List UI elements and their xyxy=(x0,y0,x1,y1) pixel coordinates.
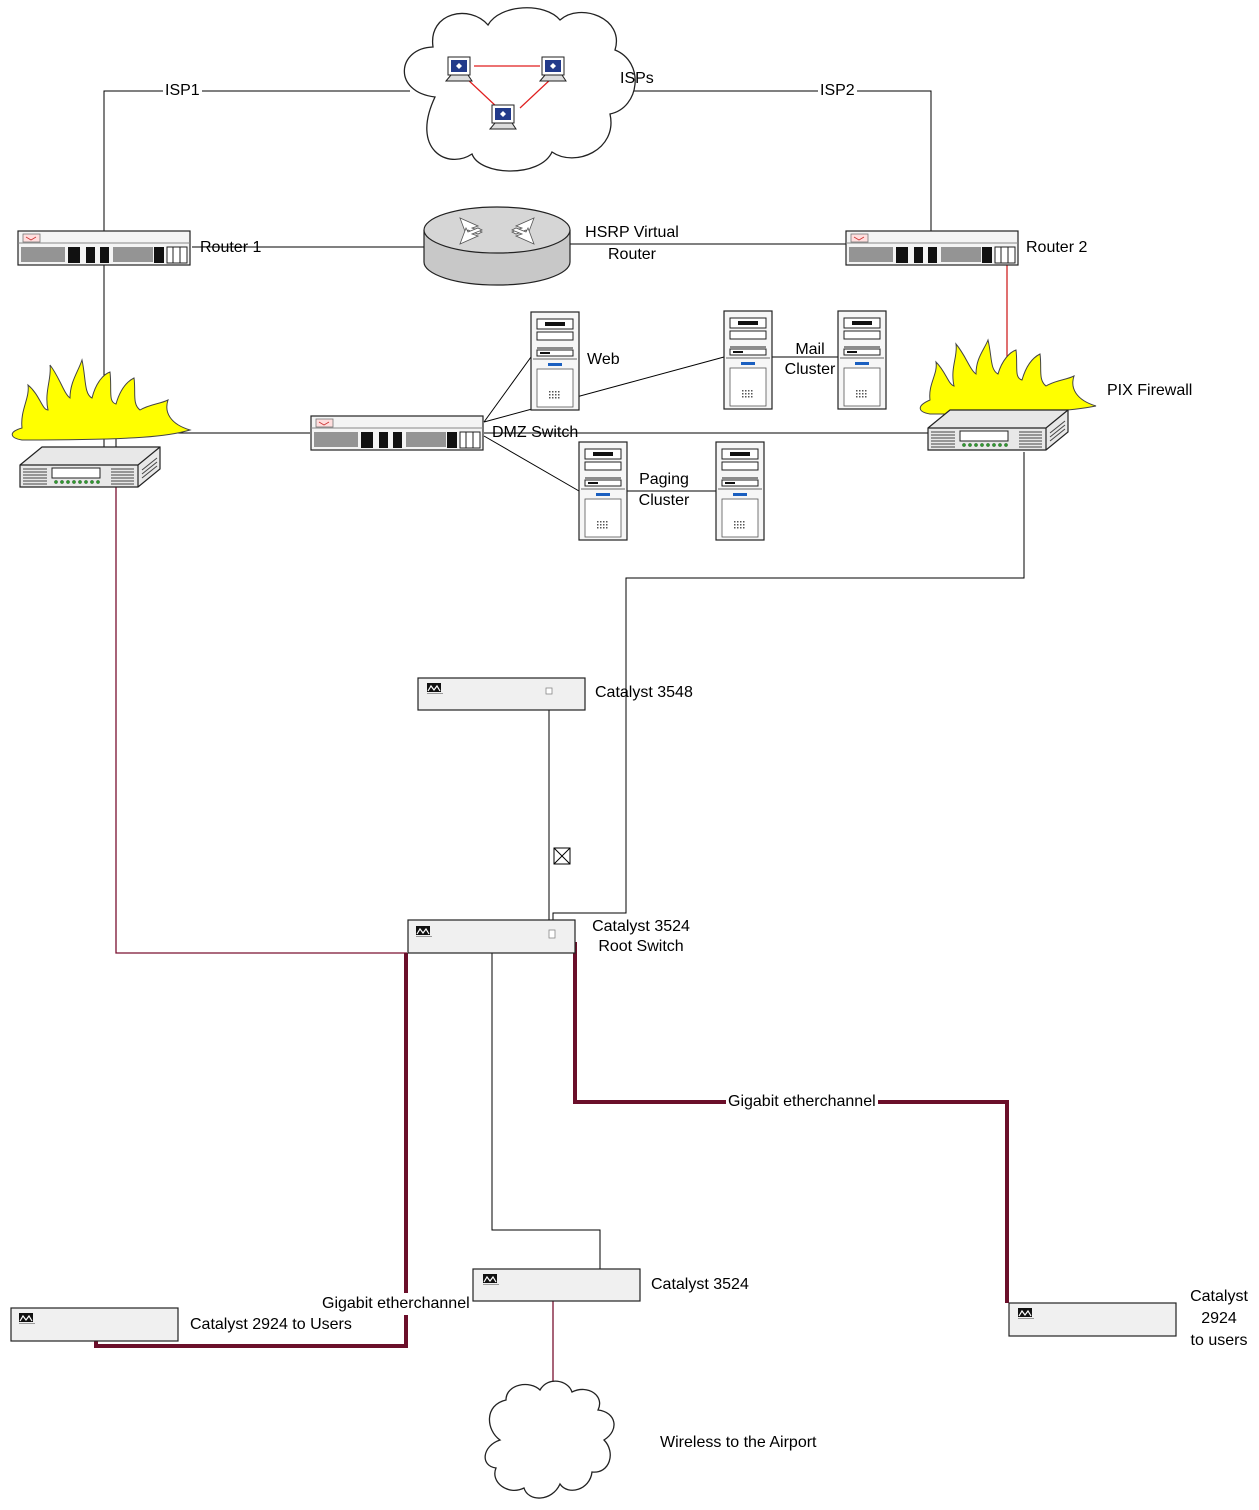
mail-cluster-label-line2: Cluster xyxy=(780,359,840,381)
router-2-label: Router 2 xyxy=(1026,237,1087,259)
root-switch-label-line2: Root Switch xyxy=(584,936,698,958)
router-1-icon[interactable] xyxy=(18,231,190,265)
paging-cluster-label-line1: Paging xyxy=(632,469,696,491)
pix-firewall-label: PIX Firewall xyxy=(1107,380,1192,402)
isp1-label: ISP1 xyxy=(163,80,202,102)
hsrp-virtual-router-label-line2: Router xyxy=(574,244,690,266)
paging-cluster-label-line2: Cluster xyxy=(632,490,696,512)
blocked-port-icon xyxy=(554,848,570,864)
wireless-cloud-icon xyxy=(485,1381,614,1498)
gigabit-etherchannel-left-label: Gigabit etherchannel xyxy=(320,1293,472,1315)
web-label: Web xyxy=(587,349,620,371)
firewall-root-link xyxy=(116,470,407,953)
mail-server-2-icon[interactable] xyxy=(838,311,886,409)
dmz-switch-label: DMZ Switch xyxy=(492,422,578,444)
catalyst-2924-right-label-line1: Catalyst xyxy=(1183,1286,1255,1308)
root-switch-label-line1: Catalyst 3524 xyxy=(584,916,698,938)
paging-server-2-icon[interactable] xyxy=(716,442,764,540)
laptop-icon xyxy=(540,57,566,81)
catalyst-2924-left-icon[interactable] xyxy=(11,1308,178,1341)
dmz-paging-link xyxy=(484,436,579,491)
paging-server-1-icon[interactable] xyxy=(579,442,627,540)
laptop-icon xyxy=(490,105,516,129)
hsrp-virtual-router-label-line1: HSRP Virtual xyxy=(574,222,690,244)
mail-cluster-label-line1: Mail xyxy=(780,339,840,361)
isp1-link xyxy=(104,91,410,231)
mail-server-1-icon[interactable] xyxy=(724,311,772,409)
left-firewall-icon[interactable] xyxy=(12,360,190,487)
pix-firewall-icon[interactable] xyxy=(920,340,1096,450)
gigabit-etherchannel-right-label: Gigabit etherchannel xyxy=(726,1091,878,1113)
hsrp-router-icon[interactable] xyxy=(424,207,570,285)
catalyst-2924-right-label-line3: to users xyxy=(1183,1330,1255,1352)
catalyst-3548-label: Catalyst 3548 xyxy=(595,682,693,704)
catalyst-3524-icon[interactable] xyxy=(473,1269,640,1301)
laptop-icon xyxy=(446,57,472,81)
isp2-link xyxy=(610,91,931,231)
catalyst-3548-icon[interactable] xyxy=(418,678,585,710)
gigabit-etherchannel-right-link xyxy=(575,942,1007,1303)
catalyst-2924-right-icon[interactable] xyxy=(1009,1303,1176,1336)
web-server-icon[interactable] xyxy=(531,312,579,410)
catalyst-2924-to-users-left-label: Catalyst 2924 to Users xyxy=(190,1314,352,1336)
dmz-switch-icon[interactable] xyxy=(311,416,483,450)
gigabit-etherchannel-left-link xyxy=(96,953,406,1346)
catalyst-3524-label: Catalyst 3524 xyxy=(651,1274,749,1296)
router-1-label: Router 1 xyxy=(200,237,261,259)
dmz-web-link xyxy=(484,357,531,422)
catalyst-3524-root-switch-icon[interactable] xyxy=(408,920,575,953)
isp-cloud-icon xyxy=(404,8,635,171)
isps-label: ISPs xyxy=(620,68,654,90)
root-c3524-link xyxy=(492,953,600,1285)
wireless-to-airport-label: Wireless to the Airport xyxy=(660,1432,817,1454)
catalyst-2924-right-label-line2: 2924 xyxy=(1183,1308,1255,1330)
router-2-icon[interactable] xyxy=(846,231,1018,265)
isp2-label: ISP2 xyxy=(818,80,857,102)
